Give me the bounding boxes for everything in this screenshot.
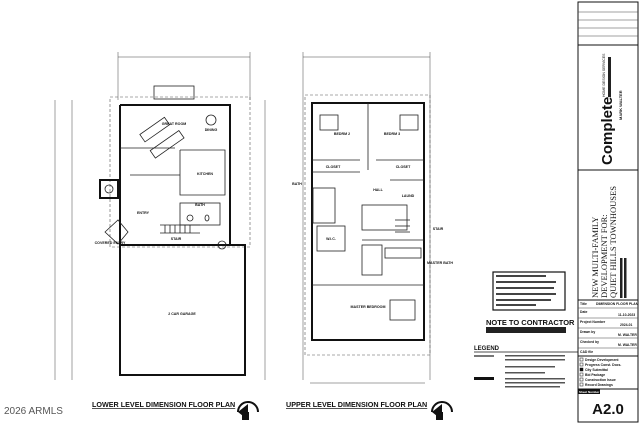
project-title: NEW MULTI-FAMILY DEVELOPMENT FOR: QUIET … [590,186,627,298]
phase-checkbox [579,372,584,377]
room-bath: BATH [292,182,302,186]
room-great-room: GREAT ROOM [162,122,187,126]
svg-text:Drawn by: Drawn by [580,330,595,334]
svg-text:HOME DESIGN SERVICES: HOME DESIGN SERVICES [602,53,606,97]
svg-text:Design Development: Design Development [585,358,619,362]
upper-plan-title: UPPER LEVEL DIMENSION FLOOR PLAN [286,400,427,409]
sheet-number: A2.0 [592,401,624,418]
title-block: Complete HOME DESIGN SERVICES MARK WALTE… [577,1,639,423]
room-master-bath: MASTER BATH [427,261,453,265]
north-arrow-icon [431,401,453,420]
phase-checklist: Design Development Progress Const. Docs.… [579,357,621,387]
svg-text:2024-01: 2024-01 [620,323,633,327]
phase-checkbox [579,377,584,382]
room-wic: W.I.C. [326,237,336,241]
svg-text:Construction Issue: Construction Issue [585,378,616,382]
room-hall: HALL [373,188,383,192]
svg-text:DEVELOPMENT FOR:: DEVELOPMENT FOR: [599,214,609,298]
notes-area: NOTE TO CONTRACTOR LEGEND [474,271,578,388]
room-bedrm-3: BEDRM 3 [384,132,400,136]
svg-text:Record Drawings: Record Drawings [585,383,613,387]
note-to-contractor-title: NOTE TO CONTRACTOR [486,318,575,327]
legend-title: LEGEND [474,346,500,352]
north-arrow-icon [237,401,259,420]
room-stair: STAIR [433,227,444,231]
lower-plan-title: LOWER LEVEL DIMENSION FLOOR PLAN [92,400,235,409]
svg-text:QUIET HILLS TOWNHOUSES: QUIET HILLS TOWNHOUSES [608,186,618,298]
upper-level-plan: BEDRM 2 BEDRM 3 CLOSET CLOSET HALL LAUND… [286,52,453,420]
svg-text:Checked by: Checked by [580,340,599,344]
phase-checkbox [579,357,584,362]
room-stair: STAIR [171,237,182,241]
designer-name: MARK WALTER [618,90,623,120]
room-entry: ENTRY [137,211,150,215]
phase-checkbox-checked [579,367,584,372]
room-garage: 2 CAR GARAGE [168,312,196,316]
room-laund: LAUND [402,194,415,198]
phase-checkbox [579,382,584,387]
svg-text:M. WALTER: M. WALTER [618,333,637,337]
svg-text:CAD file: CAD file [580,350,593,354]
svg-text:DIMENSION FLOOR PLAN: DIMENSION FLOOR PLAN [596,302,639,306]
room-covered-entry: COVERED ENTRY [95,241,126,245]
watermark: 2026 ARMLS [4,406,63,417]
phase-checkbox [579,362,584,367]
room-master-bedroom: MASTER BEDROOM [351,305,386,309]
svg-text:Progress Const. Docs.: Progress Const. Docs. [585,363,621,367]
svg-text:Complete: Complete [599,97,616,165]
room-closet-2: CLOSET [396,165,411,169]
company-logo: Complete HOME DESIGN SERVICES MARK WALTE… [599,53,623,165]
svg-text:Title: Title [580,302,587,306]
room-kitchen: KITCHEN [197,172,213,176]
room-dining: DINING [205,128,218,132]
svg-text:NEW MULTI-FAMILY: NEW MULTI-FAMILY [590,217,600,298]
svg-text:Date: Date [580,310,587,314]
svg-text:Bid Package: Bid Package [585,373,605,377]
svg-text:11-10-2023: 11-10-2023 [618,313,635,317]
room-bedrm-2: BEDRM 2 [334,132,350,136]
svg-text:City Submittal: City Submittal [585,368,608,372]
svg-text:Project Number: Project Number [580,320,606,324]
lower-level-plan: GREAT ROOM DINING KITCHEN BATH ENTRY COV… [54,52,266,420]
room-closet-1: CLOSET [326,165,341,169]
svg-text:M. WALTER: M. WALTER [618,343,637,347]
sheet-number-label: Sheet Number [579,390,600,394]
title-info-rows: Title DIMENSION FLOOR PLAN Date 11-10-20… [578,302,639,354]
room-bath: BATH [195,203,205,207]
